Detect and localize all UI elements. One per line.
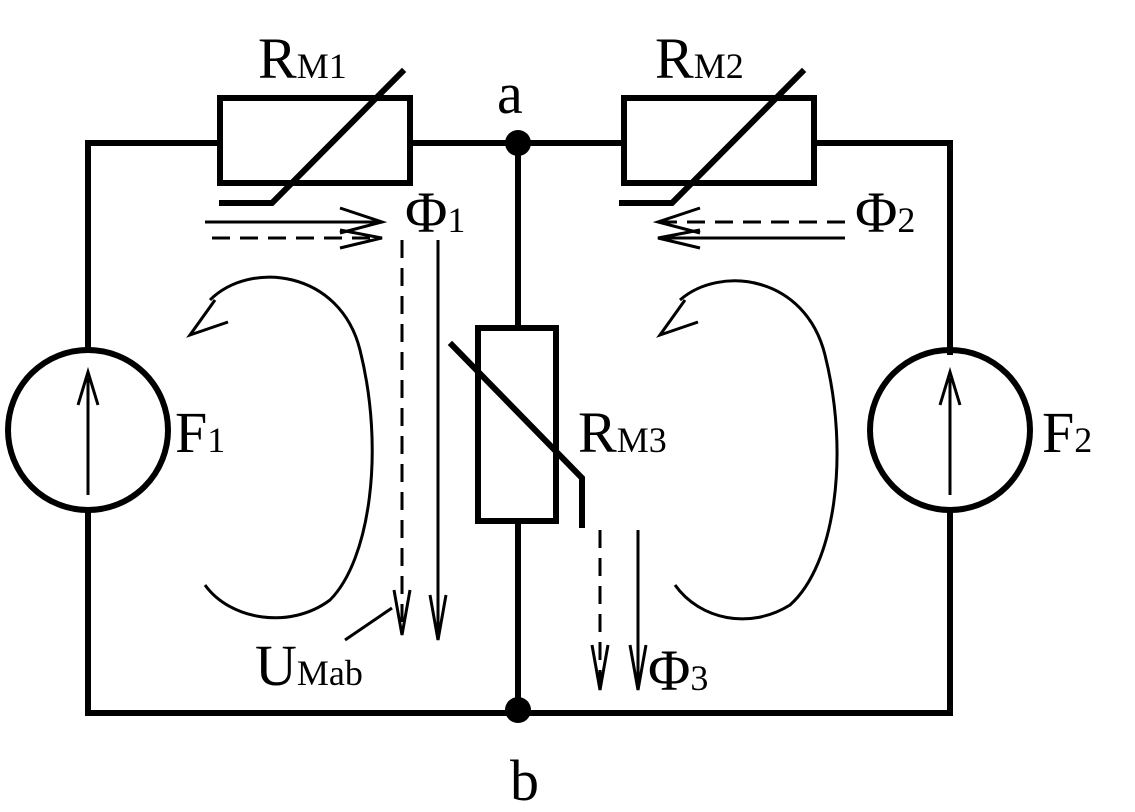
rm1-label: RM1 — [258, 26, 347, 91]
left-loop-arrow — [186, 275, 374, 620]
right-loop-arrow — [656, 279, 839, 621]
umab-arrows — [344, 240, 448, 642]
phi1-flux-arrows — [205, 206, 388, 250]
resistor-rm3 — [447, 325, 585, 528]
f1-label: F1 — [175, 400, 225, 465]
node-a-dot — [505, 130, 531, 156]
source-f2 — [867, 347, 1033, 513]
right-top-wire — [812, 140, 953, 355]
phi1-label: Φ1 — [405, 180, 465, 245]
resistor-rm1 — [217, 67, 413, 206]
phi2-flux-arrows — [652, 206, 845, 250]
f2-label: F2 — [1042, 400, 1092, 465]
phi3-flux-arrows — [590, 530, 648, 691]
node-b-label: b — [510, 748, 539, 812]
node-b-dot — [505, 697, 531, 723]
rm2-label: RM2 — [655, 26, 744, 91]
umab-label: UMab — [255, 633, 363, 698]
phi3-label: Φ3 — [648, 638, 708, 703]
node-a-label: a — [497, 61, 523, 126]
phi2-label: Φ2 — [855, 180, 915, 245]
left-top-wire — [85, 140, 221, 353]
rm3-label: RM3 — [578, 400, 667, 465]
source-f1 — [5, 347, 171, 513]
resistor-rm2 — [619, 67, 817, 206]
